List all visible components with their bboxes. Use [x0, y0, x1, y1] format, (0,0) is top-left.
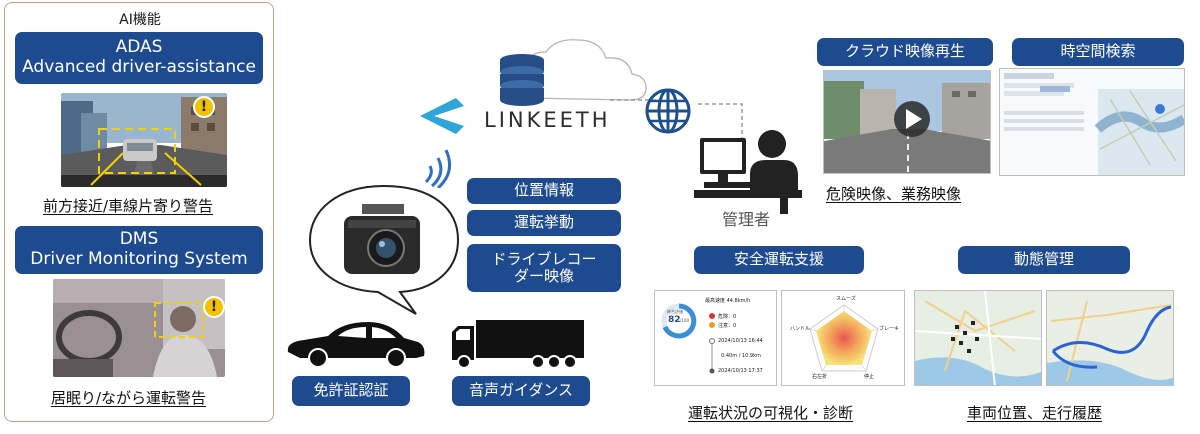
report-caution: 注意：0 — [718, 323, 737, 329]
route-history-map[interactable] — [1046, 290, 1174, 386]
dashcam-speech-bubble — [308, 184, 460, 315]
report-max-speed: 最高速度 44.8km/h — [705, 298, 751, 304]
radar-label-brake: ブレーキ — [879, 326, 900, 332]
voice-guidance-tag: 音声ガイダンス — [452, 376, 590, 406]
dashcam-video-label-line1: ドライブレコー — [491, 249, 597, 268]
report-start-time: 2024/10/13 16:44 — [718, 338, 763, 344]
car-icon — [287, 322, 425, 368]
safe-driving-label: 安全運転支援 — [733, 250, 824, 269]
globe-icon — [645, 88, 691, 134]
wireless-signal-icon — [424, 149, 452, 188]
dms-fullname: Driver Monitoring System — [30, 249, 248, 269]
linkeeth-chevron-logo — [420, 98, 464, 134]
driving-radar-chart: スムーズ ブレーキ 停止 右左折 ハンドル — [781, 290, 905, 386]
dashcam-video-label-line2: ダー映像 — [513, 267, 574, 285]
admin-label: 管理者 — [722, 210, 771, 229]
adas-label: ADAS Advanced driver-assistance — [15, 32, 263, 84]
visualize-caption: 運転状況の可視化・診断 — [688, 404, 854, 422]
driving-behavior-label: 運転挙動 — [513, 213, 574, 232]
location-info-tag: 位置情報 — [467, 178, 621, 204]
radar-label-stop: 停止 — [864, 374, 875, 380]
report-score-total: /100 — [680, 318, 689, 323]
adas-caption: 前方接近/車線片寄り警告 — [43, 197, 214, 215]
admin-computer-icon — [694, 130, 802, 214]
cloud-database-icon — [500, 39, 647, 106]
linkeeth-wordmark: LINKEETH — [484, 108, 611, 132]
cloud-video-thumbnail[interactable] — [823, 70, 991, 174]
location-history-caption: 車両位置、走行履歴 — [967, 404, 1103, 422]
cloud-playback-tag: クラウド映像再生 — [817, 38, 993, 66]
dynamic-management-tag: 動態管理 — [958, 246, 1130, 274]
spacetime-search-screen[interactable] — [999, 68, 1185, 176]
report-score: 82 — [668, 315, 681, 325]
dms-warning-icon: ! — [203, 296, 225, 318]
location-info-label: 位置情報 — [513, 181, 574, 200]
danger-video-caption: 危険映像、業務映像 — [826, 185, 962, 203]
ai-feature-panel: AI機能 ADAS Advanced driver-assistance ! 前… — [4, 2, 274, 422]
adas-fullname: Advanced driver-assistance — [22, 57, 256, 77]
dms-abbrev: DMS — [119, 229, 159, 250]
spacetime-search-label: 時空間検索 — [1060, 42, 1136, 61]
report-end-time: 2024/10/13 17:37 — [718, 368, 763, 374]
dashcam-video-tag: ドライブレコー ダー映像 — [467, 244, 621, 292]
truck-icon — [452, 320, 584, 369]
dms-caption: 居眠り/ながら運転警告 — [51, 389, 207, 407]
report-score-label: 総合評価 — [667, 309, 683, 314]
license-auth-label: 免許証認証 — [313, 381, 389, 400]
radar-label-steering: ハンドル — [790, 326, 811, 332]
dms-label: DMS Driver Monitoring System — [15, 226, 263, 274]
voice-guidance-label: 音声ガイダンス — [468, 381, 574, 400]
cloud-playback-label: クラウド映像再生 — [844, 42, 965, 61]
spacetime-search-tag: 時空間検索 — [1012, 38, 1184, 66]
dynamic-management-label: 動態管理 — [1013, 250, 1074, 269]
adas-warning-icon: ! — [193, 96, 215, 118]
network-connector-lines — [610, 99, 743, 138]
vehicle-position-map[interactable] — [914, 290, 1042, 386]
adas-abbrev: ADAS — [115, 37, 163, 58]
report-danger: 危険：0 — [718, 314, 737, 320]
safe-driving-tag: 安全運転支援 — [694, 246, 864, 274]
radar-label-smooth: スムーズ — [836, 296, 856, 302]
driving-report-card: 総合評価 82 /100 最高速度 44.8km/h 危険：0 注意：0 202… — [654, 290, 777, 386]
report-duration: 0:40m / 10.9km — [721, 353, 761, 359]
radar-label-turn: 右左折 — [812, 374, 828, 380]
driving-behavior-tag: 運転挙動 — [467, 210, 621, 236]
license-auth-tag: 免許証認証 — [292, 376, 410, 406]
ai-panel-title: AI機能 — [119, 12, 161, 28]
dms-cabin-image — [53, 279, 225, 377]
